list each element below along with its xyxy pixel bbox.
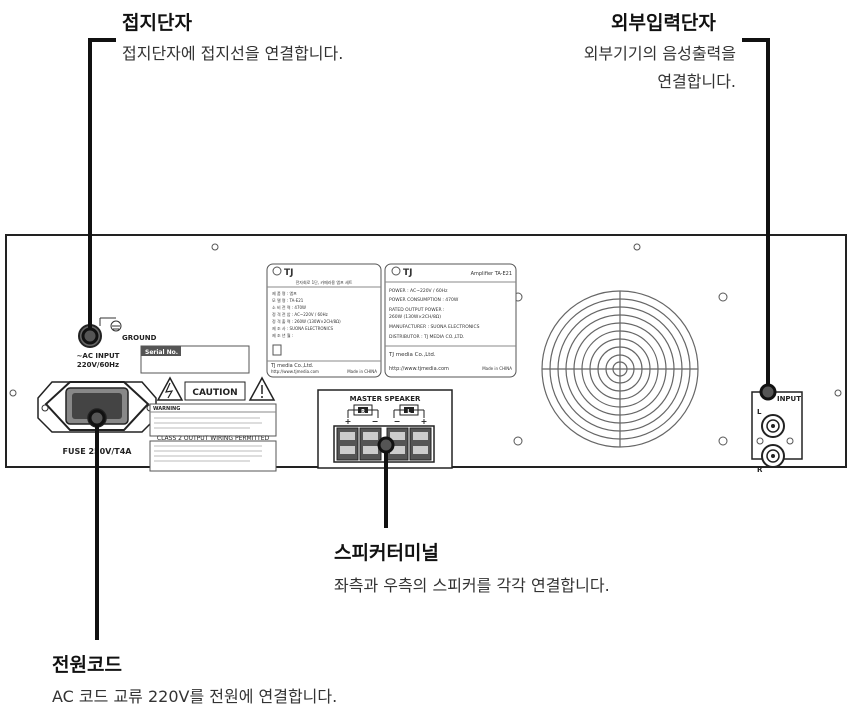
callout-leader-lines xyxy=(88,38,770,640)
screw-hole xyxy=(211,243,219,251)
power-cord-callout-title: 전원코드 xyxy=(52,654,122,676)
ground-symbol-icon xyxy=(110,320,122,332)
ground-connector-dot xyxy=(81,327,99,345)
screw-hole xyxy=(834,389,842,397)
ground-callout-desc: 접지단자에 접지선을 연결합니다. xyxy=(122,44,344,63)
screw-hole xyxy=(718,436,728,446)
external-input-leader-line xyxy=(742,38,770,392)
label2-line-3: 260W (130W×2CH/8Ω) xyxy=(389,314,441,320)
speaker-l-plus: + xyxy=(421,417,428,426)
english-spec-label xyxy=(384,263,517,378)
fan-grille xyxy=(541,290,699,448)
ac-input-label-line1: ~AC INPUT xyxy=(77,352,120,360)
label1-line-6: 제 조 년 월 : xyxy=(272,332,293,338)
label2-made: Made in CHINA xyxy=(482,366,512,371)
korean-spec-label xyxy=(266,263,382,378)
serial-label: Serial No. xyxy=(145,349,178,356)
caution-label: CAUTION xyxy=(192,388,237,398)
label2-footer: TJ media Co.,Ltd. xyxy=(388,352,436,358)
label2-line-5: DISTRIBUTOR : TJ MEDIA CO.,LTD. xyxy=(389,334,464,340)
label1-footer: TJ media Co.,Ltd. xyxy=(270,363,314,369)
input-label: INPUT xyxy=(777,395,801,403)
label1-line-2: 소 비 전 력 : 470W xyxy=(272,304,306,310)
label1-made: Made in CHINA xyxy=(347,369,377,374)
speaker-terminal-callout-title: 스피커터미널 xyxy=(334,542,439,564)
external-input-callout-title: 외부입력단자 xyxy=(611,12,716,34)
label1-line-3: 정 격 전 압 : AC~220V / 60Hz xyxy=(272,311,328,317)
master-speaker-terminal-block[interactable] xyxy=(317,389,453,469)
label1-line-0: 제 품 명 : 앰프 xyxy=(272,290,297,296)
kc-mark-icon xyxy=(272,344,282,356)
tj-logo-icon xyxy=(272,266,282,276)
speaker-r-plus: + xyxy=(345,417,352,426)
input-l-label: L xyxy=(757,408,762,416)
serial-number-tab xyxy=(141,346,181,356)
speaker-r-minus: − xyxy=(372,417,379,426)
screw-hole xyxy=(633,243,641,251)
label1-footer-url: http://www.tjmedia.com xyxy=(271,369,319,374)
label1-title: 전자회로 1단, 카메라용 앰프 세트 xyxy=(296,279,353,285)
label2-model: Amplifier TA-E21 xyxy=(471,271,512,277)
external-input-callout-desc-line1: 외부기기의 음성출력을 xyxy=(583,44,736,63)
external-input-callout-desc-line2: 연결합니다. xyxy=(657,72,736,91)
label2-brand: TJ xyxy=(403,268,413,278)
label1-line-4: 정 격 출 력 : 260W (130W×2CH/8Ω) xyxy=(272,318,341,324)
speaker-r-label: R xyxy=(361,409,365,415)
label1-line-1: 모 델 명 : TA-E21 xyxy=(272,297,304,303)
label1-brand: TJ xyxy=(284,268,294,278)
ground-label: GROUND xyxy=(122,334,157,342)
speaker-terminal-callout-desc: 좌측과 우측의 스피커를 각각 연결합니다. xyxy=(334,576,610,595)
caution-block xyxy=(149,376,277,472)
screw-hole xyxy=(9,389,17,397)
external-input-block[interactable] xyxy=(751,391,803,468)
input-connector-dot xyxy=(759,383,777,401)
label2-line-4: MANUFACTURER : SUONA ELECTRONICS xyxy=(389,324,480,330)
label1-line-5: 제 조 사 : SUONA ELECTRONICS xyxy=(272,325,334,331)
tj-logo-icon xyxy=(391,266,401,276)
ac-input-label-line2: 220V/60Hz xyxy=(77,361,119,369)
speaker-l-label: L xyxy=(407,409,411,415)
label2-line-2: RATED OUTPUT POWER : xyxy=(389,307,445,313)
power-connector-dot xyxy=(88,409,106,427)
label2-line-1: POWER CONSUMPTION : 470W xyxy=(389,297,459,303)
input-r-label: R xyxy=(757,466,763,474)
power-cord-callout-desc: AC 코드 교류 220V를 전원에 연결합니다. xyxy=(52,687,338,706)
speaker-l-minus: − xyxy=(394,417,401,426)
ground-callout-title: 접지단자 xyxy=(122,12,192,34)
class2-wiring-label: CLASS 2 OUTPUT WIRING PERMITTED xyxy=(157,435,270,442)
lightning-warning-icon xyxy=(156,376,184,401)
label2-footer-url: http://www.tjmedia.com xyxy=(389,366,449,372)
warning-label: WARNING xyxy=(153,406,180,412)
master-speaker-label: MASTER SPEAKER xyxy=(350,395,421,403)
screw-hole xyxy=(513,436,523,446)
speaker-connector-dot xyxy=(377,436,395,454)
ground-leader-line xyxy=(88,38,116,336)
label2-line-0: POWER : AC~220V / 60Hz xyxy=(389,288,448,294)
screw-hole xyxy=(718,292,728,302)
